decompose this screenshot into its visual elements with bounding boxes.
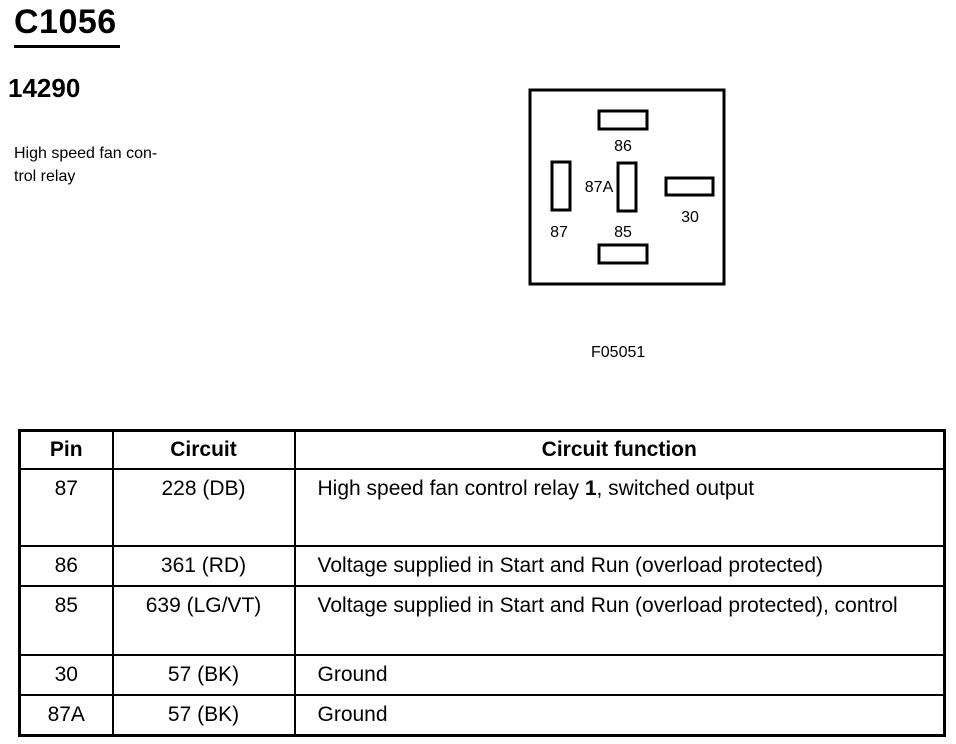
terminal-30 [664,176,715,197]
header-circuit-function: Circuit function [293,429,946,470]
connector-id: C1056 [14,3,117,41]
function-text: Voltage supplied in Start and Run (overl… [317,594,898,617]
label-86: 86 [614,138,632,155]
table-row: 87 228 (DB) High speed fan control relay… [18,468,946,547]
label-85: 85 [614,224,632,241]
description-text: High speed fan con- trol relay [14,145,158,185]
table-row: 87A 57 (BK) Ground [18,694,946,736]
function-cell: Voltage supplied in Start and Run (overl… [293,545,946,587]
circuit-cell: 57 (BK) [111,694,296,736]
function-cell: High speed fan control relay 1, switched… [293,468,946,547]
connector-description: High speed fan con- trol relay [14,142,194,188]
pin-cell: 87 [18,468,114,547]
connector-housing [528,88,726,286]
circuit-cell: 228 (DB) [111,468,296,547]
function-text: Voltage supplied in Start and Run (overl… [317,554,824,577]
label-87a: 87A [585,179,614,196]
function-cell: Voltage supplied in Start and Run (overl… [293,585,946,656]
header-circuit: Circuit [111,429,296,470]
function-text: High speed fan control relay [317,477,585,500]
connector-face-diagram: 86 87A 30 87 85 [528,88,726,286]
terminal-87a [616,161,638,213]
table-row: 86 361 (RD) Voltage supplied in Start an… [18,545,946,587]
label-30: 30 [681,209,699,226]
terminal-85 [597,243,649,265]
function-cell: Ground [293,694,946,736]
pin-table: Pin Circuit Circuit function 87 228 (DB)… [18,429,946,737]
part-number: 14290 [8,73,81,103]
function-text: Ground [317,703,388,726]
terminal-86 [597,109,649,131]
circuit-cell: 361 (RD) [111,545,296,587]
terminal-87 [550,160,572,212]
function-text-suffix: , switched output [596,477,755,500]
function-relay-number: 1 [584,477,597,500]
pin-cell: 86 [18,545,114,587]
label-87: 87 [550,224,568,241]
header-pin: Pin [18,429,114,470]
table-row: 85 639 (LG/VT) Voltage supplied in Start… [18,585,946,656]
pin-cell: 85 [18,585,114,656]
figure-code: F05051 [591,344,646,361]
pin-cell: 87A [18,694,114,736]
table-row: 30 57 (BK) Ground [18,654,946,696]
function-text: Ground [317,663,388,686]
circuit-cell: 639 (LG/VT) [111,585,296,656]
connector-id-underline [14,45,120,48]
function-cell: Ground [293,654,946,696]
circuit-cell: 57 (BK) [111,654,296,696]
pin-cell: 30 [18,654,114,696]
pin-table-header: Pin Circuit Circuit function [18,429,946,470]
